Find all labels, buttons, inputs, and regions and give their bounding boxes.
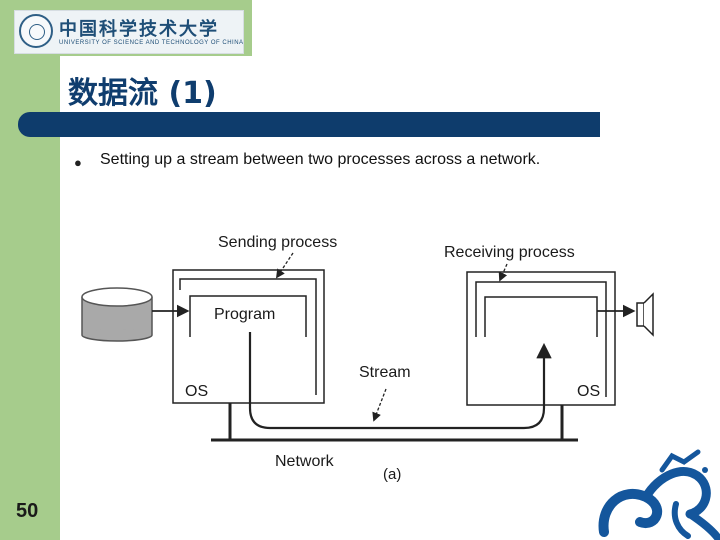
- receiving-label-pointer: [498, 263, 508, 282]
- bullet-icon: ●: [74, 155, 82, 170]
- receiving-process-box: [484, 296, 598, 337]
- network-label: Network: [275, 453, 335, 470]
- program-label: Program: [214, 306, 275, 323]
- university-seal-icon: [19, 14, 53, 48]
- page-number: 50: [16, 500, 39, 522]
- university-name: 中国科学技术大学: [59, 19, 219, 40]
- title-underline-bar: [18, 112, 600, 137]
- stream-label: Stream: [359, 364, 411, 381]
- figure-caption: (a): [383, 466, 401, 483]
- logo-band: 中国科学技术大学 UNIVERSITY OF SCIENCE AND TECHN…: [0, 0, 252, 56]
- receiving-os-outline: [475, 281, 607, 397]
- stream-label-pointer: [372, 388, 387, 422]
- dragon-logo-icon: [598, 449, 720, 540]
- slide-title: 数据流 (1): [68, 76, 217, 111]
- disk-icon: [81, 287, 153, 342]
- university-logo: 中国科学技术大学 UNIVERSITY OF SCIENCE AND TECHN…: [14, 10, 244, 54]
- sending-computer-box: [172, 269, 325, 404]
- sending-os-outline: [179, 278, 317, 395]
- stream-path: [248, 332, 552, 430]
- speaker-icon: [636, 292, 654, 337]
- left-sidebar: [0, 0, 60, 540]
- university-name-english: UNIVERSITY OF SCIENCE AND TECHNOLOGY OF …: [59, 40, 244, 46]
- receiving-process-label: Receiving process: [444, 244, 575, 261]
- receiving-computer-box: [466, 271, 616, 406]
- os-left-label: OS: [185, 383, 208, 400]
- bullet-text: Setting up a stream between two processe…: [100, 151, 541, 168]
- program-box: [189, 295, 307, 337]
- sending-process-label: Sending process: [218, 234, 337, 251]
- sending-label-pointer: [275, 252, 294, 279]
- os-right-label: OS: [577, 383, 600, 400]
